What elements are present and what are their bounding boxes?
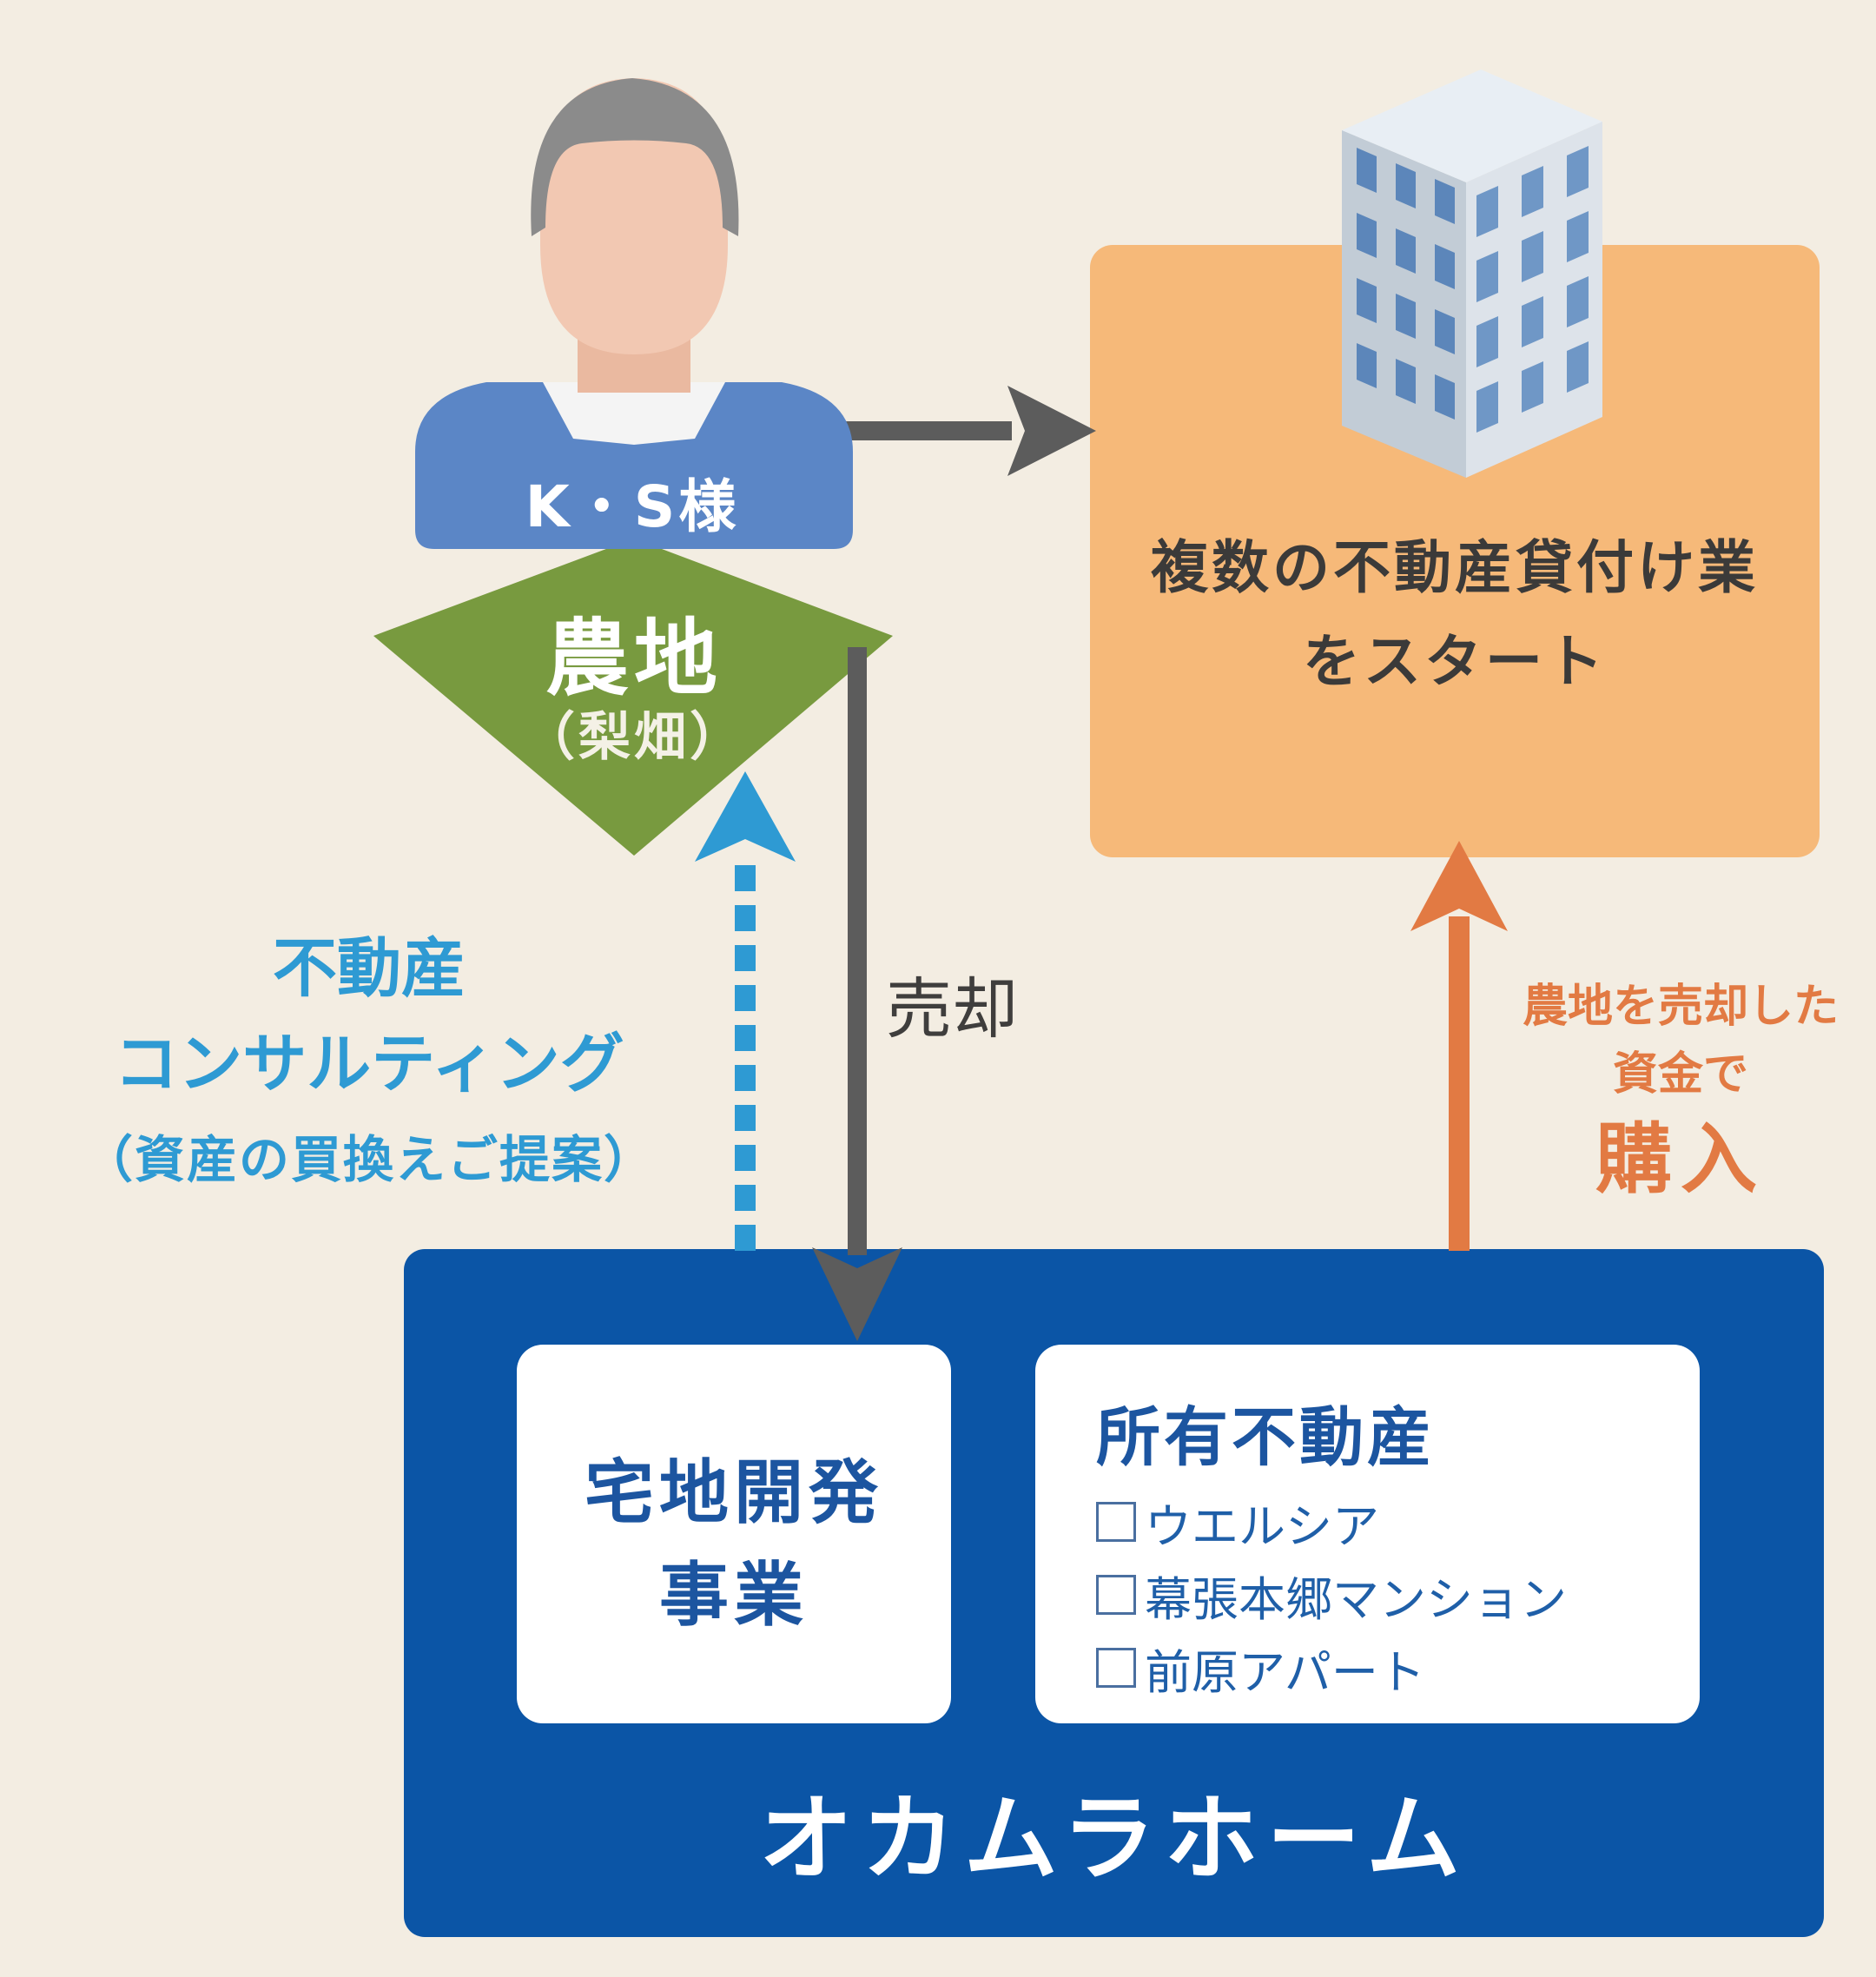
business-start-text: 複数の不動産貸付け業 をスタート [1090,521,1820,709]
owned-property-card [1035,1345,1700,1723]
sale-arrow [812,647,902,1341]
business-start-box [1090,245,1820,857]
development-card [517,1345,951,1723]
owned-property-item: 幕張本郷マンション [1096,1558,1567,1631]
consulting-arrow [695,771,796,1251]
arrow-to-business [838,386,1096,476]
purchase-line2: 資金で [1612,1048,1748,1101]
purchase-label: 農地を売却した 資金で 購入 [1476,973,1876,1211]
checkbox-icon [1096,1648,1136,1688]
business-start-line1: 複数の不動産貸付け業 [1151,534,1759,601]
owned-property-label: 前原アパート [1145,1644,1425,1700]
purchase-line3: 購入 [1595,1114,1766,1204]
owned-property-list: ウエルシア 幕張本郷マンション 前原アパート [1096,1485,1567,1704]
checkbox-icon [1096,1575,1136,1615]
owned-property-label: ウエルシア [1145,1498,1379,1554]
checkbox-icon [1096,1502,1136,1542]
sale-label: 売却 [886,970,1018,1048]
consulting-line2: コンサルティング [114,1027,624,1101]
purchase-arrow [1410,841,1508,1251]
purchase-line1: 農地を売却した [1522,981,1839,1033]
company-name: オカムラホーム [758,1785,1470,1894]
owned-property-title: 所有不動産 [1096,1400,1435,1475]
development-line2: 事業 [659,1555,809,1636]
land-subtitle: （梨畑） [523,707,745,768]
owned-property-item: ウエルシア [1096,1485,1567,1558]
development-line1: 宅地開発 [585,1452,883,1533]
development-text: 宅地開発 事業 [517,1442,951,1647]
owned-property-label: 幕張本郷マンション [1145,1571,1567,1627]
building-icon [1342,69,1602,478]
person-icon [415,78,853,549]
customer-name: K・S様 [525,473,740,540]
land-title: 農地 [545,610,723,707]
land-diamond [373,539,893,856]
consulting-label: 不動産 コンサルティング （資産の買換えご提案） [9,921,730,1207]
owned-property-item: 前原アパート [1096,1631,1567,1704]
consulting-line3: （資産の買換えご提案） [82,1130,656,1189]
business-start-line2: をスタート [1303,628,1607,695]
consulting-line1: 不動産 [273,931,466,1006]
